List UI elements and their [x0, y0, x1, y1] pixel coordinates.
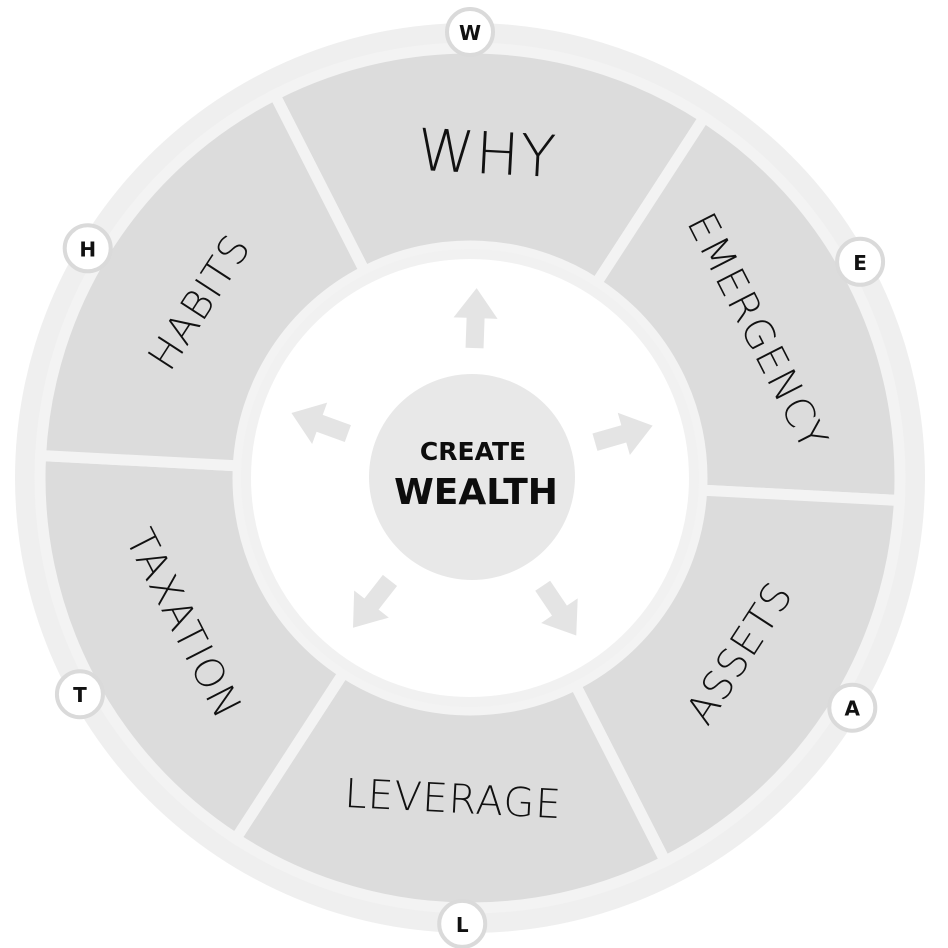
badge-letter: A — [845, 697, 861, 721]
badge-circle — [437, 898, 488, 948]
arrow-icon — [592, 412, 653, 456]
badge-a: A — [827, 682, 878, 733]
badge-t: T — [54, 669, 105, 720]
badge-h: H — [62, 223, 113, 274]
badge-letter: H — [79, 237, 96, 261]
letter-badges: W E A L T H — [54, 7, 886, 948]
segment-label-why: WHY — [416, 116, 559, 191]
badge-l: L — [437, 898, 488, 948]
badge-circle — [445, 7, 495, 57]
badge-letter: L — [456, 913, 469, 937]
segment-assets — [567, 484, 906, 869]
segment-taxation — [34, 449, 352, 847]
arrow-icon — [535, 580, 578, 636]
arrow-icon — [453, 288, 498, 349]
badge-letter: T — [73, 683, 87, 707]
arrows — [291, 288, 653, 636]
center-title-line1: CREATE — [420, 437, 526, 466]
badge-circle — [827, 682, 878, 733]
center-circle — [369, 374, 575, 580]
segment-label-leverage: LEVERAGE — [343, 771, 562, 828]
segment-habits — [34, 87, 373, 472]
segments — [34, 42, 906, 914]
arrow-icon — [291, 402, 351, 444]
segment-why — [267, 42, 712, 292]
badge-circle — [62, 223, 113, 274]
badge-circle — [54, 669, 105, 720]
arrow-icon — [353, 574, 398, 628]
segment-leverage — [228, 664, 673, 914]
badge-letter: W — [459, 21, 481, 45]
segment-emergency — [588, 109, 906, 507]
badge-w: W — [445, 7, 495, 57]
badge-circle — [835, 236, 886, 287]
badge-e: E — [835, 236, 886, 287]
badge-letter: E — [853, 251, 867, 275]
center-title-line2: WEALTH — [394, 472, 558, 513]
